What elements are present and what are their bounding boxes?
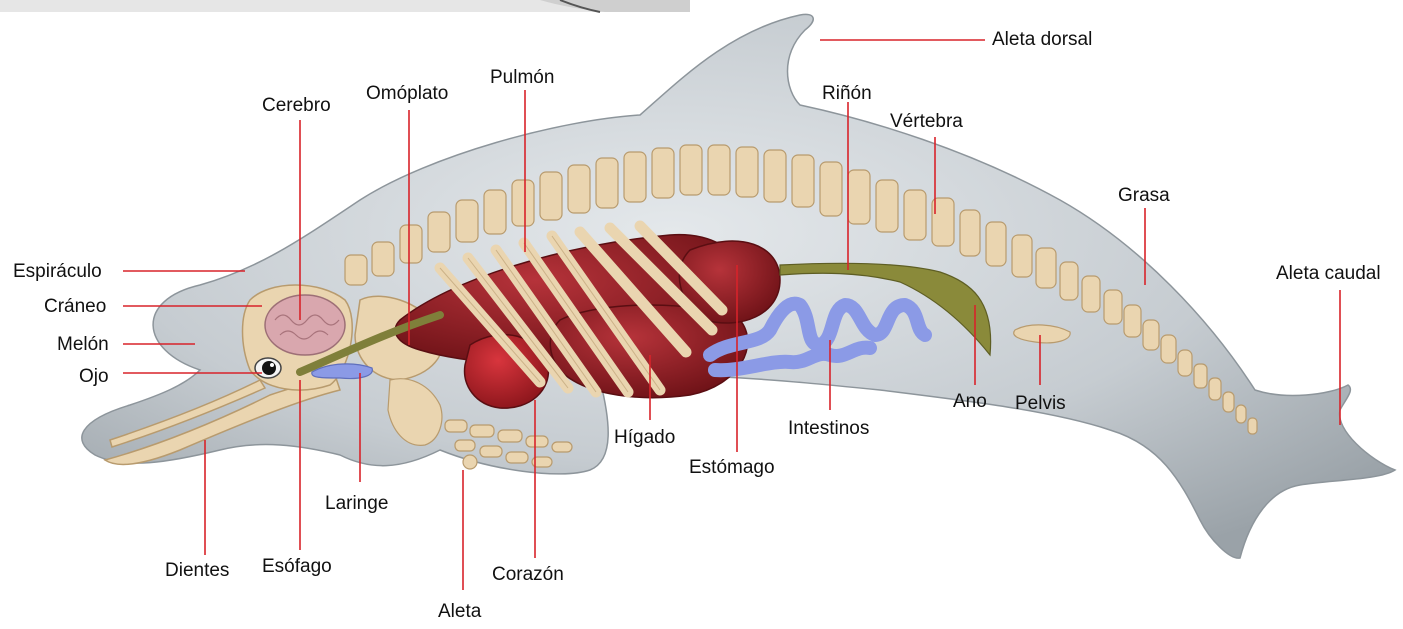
label-grasa: Grasa [1118,186,1170,205]
label-pulmon: Pulmón [490,68,554,87]
label-esofago: Esófago [262,557,332,576]
label-vertebra: Vértebra [890,112,963,131]
label-aleta: Aleta [438,602,481,621]
label-ojo: Ojo [79,367,109,386]
label-espiraculo: Espiráculo [13,262,102,281]
label-melon: Melón [57,335,109,354]
label-omoplato: Omóplato [366,84,448,103]
label-dientes: Dientes [165,561,229,580]
label-cerebro: Cerebro [262,96,331,115]
eye [255,358,281,378]
label-laringe: Laringe [325,494,388,513]
brain [265,295,345,355]
label-intestinos: Intestinos [788,419,869,438]
label-aleta-caudal: Aleta caudal [1276,264,1381,283]
label-craneo: Cráneo [44,297,106,316]
label-aleta-dorsal: Aleta dorsal [992,30,1092,49]
label-pelvis: Pelvis [1015,394,1066,413]
label-rinon: Riñón [822,84,872,103]
cropped-header-fragment [0,0,690,12]
label-ano: Ano [953,392,987,411]
label-estomago: Estómago [689,458,775,477]
label-corazon: Corazón [492,565,564,584]
label-higado: Hígado [614,428,675,447]
